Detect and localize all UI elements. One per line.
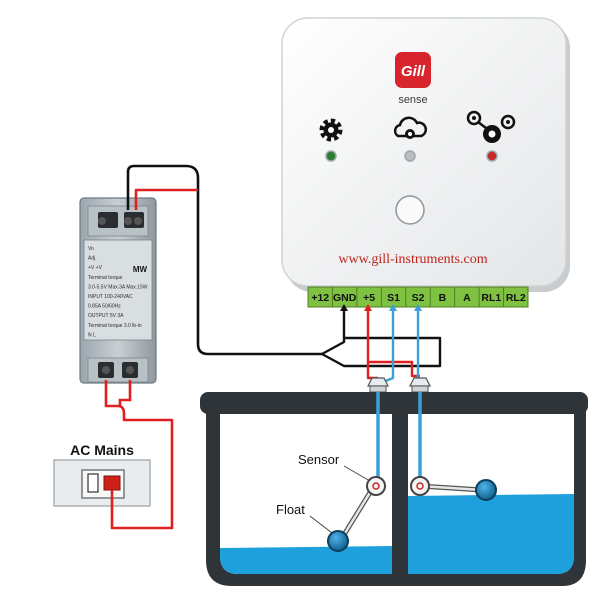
water-left xyxy=(220,546,392,574)
ac-mains-title: AC Mains xyxy=(70,442,134,458)
website-text: www.gill-instruments.com xyxy=(338,252,487,267)
float-switch-left xyxy=(327,476,386,552)
status-led-red xyxy=(486,150,498,162)
gear-icon xyxy=(319,118,343,142)
psu-label-line: INPUT 100-240VAC xyxy=(88,294,133,300)
ac-mains: AC Mains xyxy=(53,442,151,507)
status-led-grey xyxy=(404,150,416,162)
psu-label-line: Vo xyxy=(88,246,94,252)
gill-logo: Gill sense xyxy=(395,52,431,106)
terminal-label: +5 xyxy=(363,292,375,304)
terminal-label: GND xyxy=(333,292,357,304)
wires-power xyxy=(126,164,322,356)
brand-logo-text: Gill xyxy=(401,63,426,80)
psu-label-line: Terminal torque 3.0 lb-in xyxy=(88,323,142,329)
wires-sensors xyxy=(320,307,442,386)
terminal-arrows xyxy=(340,304,422,311)
relay-icon xyxy=(466,110,516,143)
float-leader xyxy=(309,515,333,534)
sensor-gland-left xyxy=(367,377,389,393)
sensor-pivot xyxy=(366,476,386,496)
water-right xyxy=(408,494,574,574)
terminal-label: +12 xyxy=(311,292,329,304)
sensor-cables xyxy=(376,392,422,484)
float-ball xyxy=(475,479,497,501)
float-label: Float xyxy=(276,502,305,517)
sensor-label: Sensor xyxy=(298,452,340,467)
psu-brand: MW xyxy=(133,265,148,274)
psu-label-line: OUTPUT 5V 3A xyxy=(88,313,124,319)
terminal-label: RL2 xyxy=(506,292,526,304)
mains-plug xyxy=(103,475,121,491)
controller-unit: Gill sense www.gill-inst xyxy=(281,17,570,292)
psu-label-line: N L xyxy=(88,332,96,338)
tank xyxy=(200,392,588,586)
psu-label-line: Adj. xyxy=(88,256,97,262)
float-ball xyxy=(327,530,349,552)
terminal-strip: +12 GND +5 S1 S2 B A RL1 RL2 xyxy=(307,286,529,308)
terminal-label: B xyxy=(439,292,447,304)
terminal-label: A xyxy=(463,292,471,304)
terminal-label: RL1 xyxy=(481,292,501,304)
psu-label-line: Terminal torque xyxy=(88,275,123,281)
psu-label-line: +V +V xyxy=(88,265,103,271)
sensor-leader xyxy=(343,465,371,482)
status-led-green xyxy=(325,150,337,162)
psu-label-line: 3.0-5.5V Max.3A Max.15W xyxy=(88,284,148,290)
terminal-label: S2 xyxy=(412,292,425,304)
psu-label-line: 0.85A 50/60Hz xyxy=(88,304,121,310)
wire-mains xyxy=(104,380,174,530)
sensor-gland-right xyxy=(409,377,431,393)
brand-subtitle: sense xyxy=(398,94,427,106)
terminal-label: S1 xyxy=(387,292,400,304)
reset-button[interactable] xyxy=(395,195,425,225)
float-switch-right xyxy=(410,476,497,501)
cloud-gear-icon xyxy=(393,116,428,139)
